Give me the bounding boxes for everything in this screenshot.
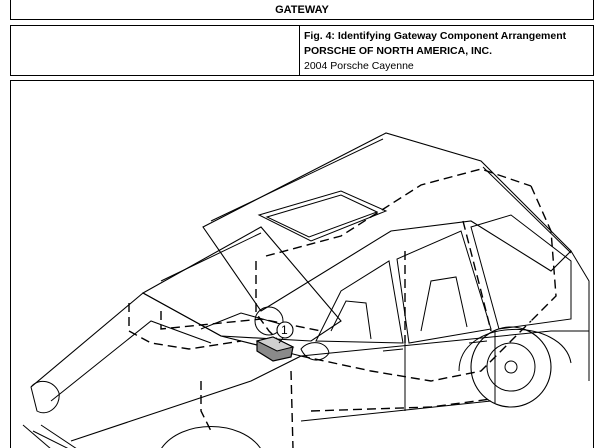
roof-rail-left	[210, 138, 384, 222]
organization-name: PORSCHE OF NORTH AMERICA, INC.	[304, 45, 493, 57]
vehicle-model: 2004 Porsche Cayenne	[304, 60, 414, 72]
section-title-text: GATEWAY	[275, 4, 329, 16]
sunroof-inner	[265, 194, 379, 238]
rear-wheel-hub	[486, 342, 536, 392]
harness-roof	[265, 168, 532, 257]
front-door-window	[315, 260, 404, 344]
figure-diagram: 1	[10, 80, 594, 448]
front-wheel-arch	[161, 426, 261, 448]
sunroof	[257, 190, 388, 242]
gateway-module	[255, 336, 295, 362]
callout-1: 1	[276, 321, 294, 344]
hood	[30, 292, 303, 442]
roof-rail-right	[482, 166, 572, 254]
door-handle-front	[382, 348, 404, 352]
callout-1-circle	[276, 321, 294, 339]
harness-lower	[310, 398, 492, 412]
harness-front-left	[128, 303, 242, 350]
wiring-harness	[128, 168, 557, 448]
headlight	[30, 380, 60, 414]
roof-outline	[202, 132, 572, 312]
callout-1-leader	[278, 337, 284, 344]
steering-wheel	[254, 306, 284, 336]
harness-a-pillar	[255, 261, 282, 344]
front-bumper	[22, 424, 51, 448]
figure-title: Fig. 4: Identifying Gateway Component Ar…	[304, 30, 567, 42]
rear-wheel-center	[504, 360, 518, 374]
hood-crease	[50, 320, 212, 402]
vehicle-line-drawing: 1	[22, 132, 590, 448]
harness-sill	[290, 370, 294, 448]
quarter-window	[470, 214, 572, 330]
side-body-line	[300, 330, 589, 357]
caption-divider	[299, 26, 300, 75]
section-title: GATEWAY	[10, 0, 594, 20]
harness-engine	[200, 381, 212, 432]
rear-seat	[420, 276, 468, 332]
harness-floor	[300, 320, 532, 382]
rear-door-window	[396, 230, 492, 344]
side-sill	[300, 400, 492, 422]
windshield-frame	[160, 232, 262, 282]
caption-text: Fig. 4: Identifying Gateway Component Ar…	[304, 29, 566, 74]
harness-c-pillar	[462, 220, 492, 332]
figure-caption-box: Fig. 4: Identifying Gateway Component Ar…	[10, 25, 594, 76]
rear-pillar	[570, 250, 590, 381]
front-seat	[330, 300, 372, 340]
gateway-module-top	[255, 336, 295, 352]
harness-rear	[530, 185, 557, 322]
harness-dash	[160, 311, 322, 332]
rear-wheel-arch	[458, 328, 572, 372]
callout-1-label: 1	[281, 323, 288, 337]
rear-wheel	[470, 326, 552, 408]
grille	[32, 424, 77, 448]
